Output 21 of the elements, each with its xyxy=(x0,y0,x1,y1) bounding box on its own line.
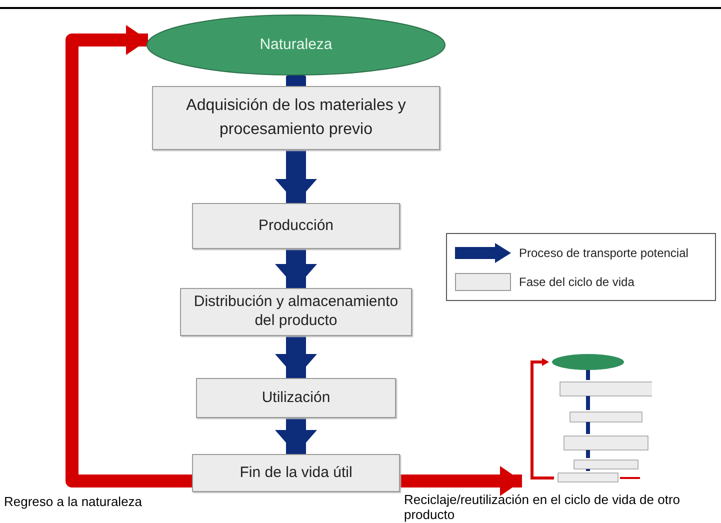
node-label: Producción xyxy=(257,216,335,236)
node-label: Naturaleza xyxy=(258,34,334,55)
phase-box xyxy=(196,378,396,418)
phase-box xyxy=(180,288,412,336)
arrow xyxy=(400,466,522,496)
node-label: Fin de la vida útil xyxy=(238,462,354,483)
edge-label: Regreso a la naturaleza xyxy=(4,494,144,509)
phase-box xyxy=(192,203,400,249)
arrow xyxy=(275,150,317,203)
legend-label: Proceso de transporte potencial xyxy=(519,245,688,262)
arrow xyxy=(275,249,317,288)
phase-box xyxy=(192,454,400,492)
edge-label: Reciclaje/reutilización en el ciclo de vida de otro producto xyxy=(404,492,682,522)
phase-box xyxy=(152,86,440,150)
node-label: Distribución y almacenamiento del producto xyxy=(192,293,400,331)
node-label: Adquisición de los materiales y procesamiento previo xyxy=(185,96,407,140)
arrow xyxy=(275,336,317,378)
arrow xyxy=(275,418,317,454)
legend-label: Fase del ciclo de vida xyxy=(519,274,634,291)
node-label: Utilización xyxy=(260,388,332,408)
arrow xyxy=(66,25,192,488)
